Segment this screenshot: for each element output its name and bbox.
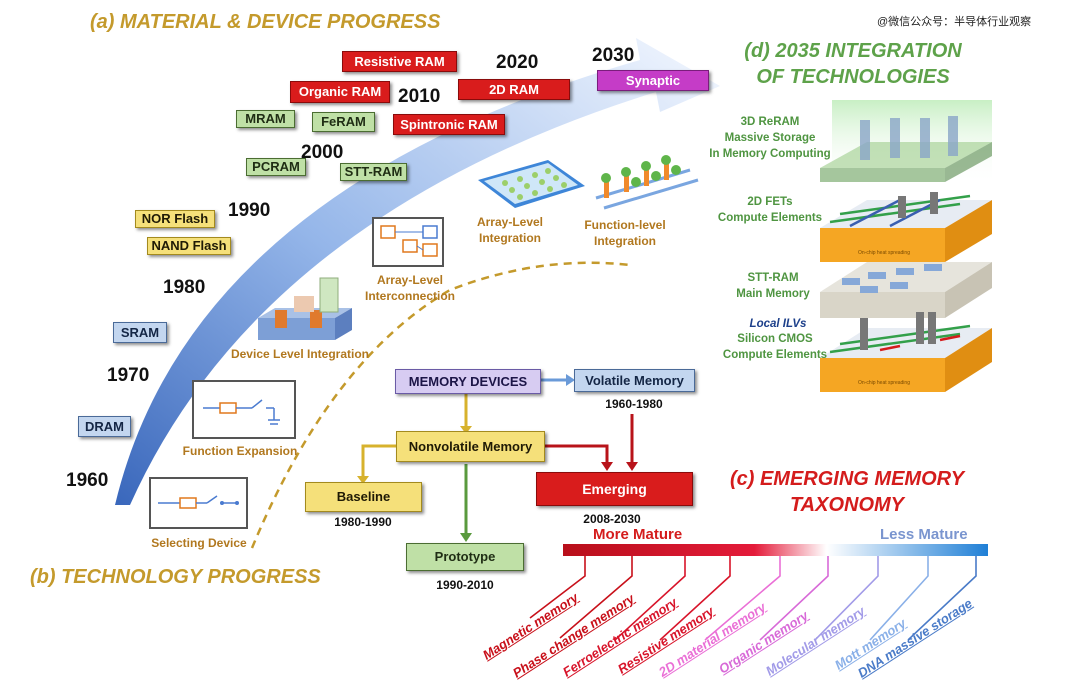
function-expansion-label: Function Expansion: [182, 444, 298, 458]
sttram-layer: [820, 262, 992, 318]
selecting-device-label: Selecting Device: [151, 536, 247, 550]
feram-box: FeRAM: [312, 112, 375, 132]
less-mature-label: Less Mature: [880, 526, 968, 543]
array-integration-label-1: Array-Level: [476, 215, 544, 229]
array-integration-label-2: Integration: [479, 231, 541, 245]
selecting-device-icon: [149, 477, 248, 529]
cmos-layer: [820, 312, 992, 392]
header-d-line2: OF TECHNOLOGIES: [756, 66, 950, 88]
year-1990: 1990: [228, 200, 271, 221]
cmos-label: Silicon CMOS Compute Elements: [705, 331, 845, 363]
volatile-memory-box: Volatile Memory: [574, 369, 695, 392]
maturity-legs: [529, 556, 977, 641]
header-emerging-taxonomy: (c) EMERGING MEMORY TAXONOMY: [712, 466, 982, 518]
fets-label-1: 2D FETs: [747, 196, 793, 208]
reram-label-2: Massive Storage: [724, 132, 816, 144]
function-integration-icon: [595, 155, 699, 210]
technology-dashed-curve: [250, 261, 631, 549]
function-integration-label-2: Integration: [594, 234, 656, 248]
heat-spreading-label-bottom: On-chip heat spreading: [858, 380, 910, 386]
memory-devices-box: MEMORY DEVICES: [395, 369, 541, 394]
year-2020: 2020: [496, 52, 539, 73]
stt-ram-box: STT-RAM: [340, 163, 407, 181]
array-interconnect-label-2: Interconnection: [364, 289, 455, 303]
reram-label-1: 3D ReRAM: [740, 116, 800, 128]
header-d-line1: (d) 2035 INTEGRATION: [744, 40, 962, 62]
array-interconnect-label: Array-Level Interconnection: [355, 272, 465, 304]
nor-flash-box: NOR Flash: [135, 210, 215, 228]
ilv-label: Local ILVs: [749, 318, 807, 330]
sttram-label-1: STT-RAM: [747, 272, 799, 284]
integration-stack: [820, 100, 992, 392]
function-integration-label-1: Function-level: [584, 218, 666, 232]
array-interconnect-icon: [372, 217, 444, 267]
nand-flash-box: NAND Flash: [147, 237, 231, 255]
mram-box: MRAM: [236, 110, 295, 128]
fets-label-2: Compute Elements: [717, 212, 823, 224]
heat-spreading-label-top: On-chip heat spreading: [858, 250, 910, 256]
baseline-dates: 1980-1990: [334, 515, 392, 529]
year-2030: 2030: [592, 45, 635, 66]
function-integration-label: Function-level Integration: [570, 217, 680, 249]
array-integration-icon: [478, 160, 585, 208]
function-expansion-icon: [192, 380, 296, 439]
spintronic-ram-box: Spintronic RAM: [393, 114, 505, 135]
header-c-line2: TAXONOMY: [789, 494, 905, 516]
device-level-label: Device Level Integration: [230, 347, 370, 361]
sttram-label: STT-RAM Main Memory: [713, 270, 833, 302]
fets-layer: [820, 192, 992, 262]
prototype-box: Prototype: [406, 543, 524, 571]
sttram-label-2: Main Memory: [736, 288, 810, 300]
header-technology: (b) TECHNOLOGY PROGRESS: [30, 566, 321, 588]
pcram-box: PCRAM: [246, 158, 306, 176]
dram-box: DRAM: [78, 416, 131, 437]
year-1980: 1980: [163, 277, 206, 298]
array-integration-label: Array-Level Integration: [460, 214, 560, 246]
reram-label: 3D ReRAM Massive Storage In Memory Compu…: [700, 114, 840, 162]
reram-layer: [820, 116, 992, 182]
nonvolatile-memory-box: Nonvolatile Memory: [396, 431, 545, 462]
volatile-dates: 1960-1980: [605, 397, 663, 411]
reram-label-3: In Memory Computing: [709, 148, 831, 160]
baseline-box: Baseline: [305, 482, 422, 512]
year-2000: 2000: [301, 142, 344, 163]
organic-ram-box: Organic RAM: [290, 81, 390, 103]
year-2010: 2010: [398, 86, 441, 107]
year-1960: 1960: [66, 470, 109, 491]
cmos-label-1: Silicon CMOS: [737, 333, 813, 345]
2d-ram-box: 2D RAM: [458, 79, 570, 100]
prototype-dates: 1990-2010: [436, 578, 494, 592]
array-interconnect-label-1: Array-Level: [376, 273, 444, 287]
watermark: @微信公众号：半导体行业观察: [877, 16, 1032, 28]
more-mature-label: More Mature: [593, 526, 683, 543]
year-1970: 1970: [107, 365, 150, 386]
synaptic-box: Synaptic: [597, 70, 709, 91]
sram-box: SRAM: [113, 322, 167, 343]
emerging-box: Emerging: [536, 472, 693, 506]
fets-label: 2D FETs Compute Elements: [705, 194, 835, 226]
emerging-dates: 2008-2030: [583, 512, 641, 526]
taxonomy-connectors: [357, 374, 638, 542]
device-level-icon: [258, 277, 352, 340]
header-integration-2035: (d) 2035 INTEGRATION OF TECHNOLOGIES: [740, 38, 966, 90]
header-c-line1: (c) EMERGING MEMORY: [729, 468, 965, 490]
cmos-label-2: Compute Elements: [722, 349, 828, 361]
resistive-ram-box: Resistive RAM: [342, 51, 457, 72]
maturity-bar: [563, 544, 988, 556]
header-material-device: (a) MATERIAL & DEVICE PROGRESS: [90, 11, 441, 33]
